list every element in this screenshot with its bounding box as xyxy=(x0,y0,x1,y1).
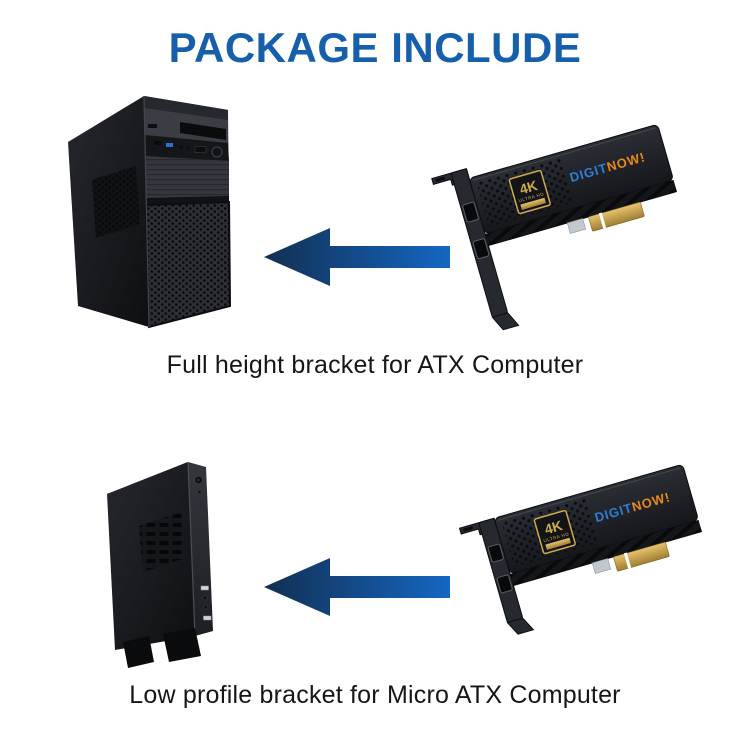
left-arrow-icon xyxy=(264,228,450,286)
micro-atx-slim-case-illustration xyxy=(107,461,213,668)
front-io-ports xyxy=(154,141,223,158)
hdmi-port xyxy=(472,238,490,260)
front-mesh-grille xyxy=(144,200,232,329)
usb-port xyxy=(200,585,209,591)
usb-port xyxy=(203,615,212,621)
case-foot xyxy=(123,636,154,668)
audio-jack xyxy=(202,595,208,601)
optical-drive-bay xyxy=(180,122,226,140)
pcie-connector xyxy=(588,201,645,232)
audio-jack xyxy=(203,604,209,610)
power-button xyxy=(211,146,223,158)
case-foot xyxy=(163,628,201,662)
atx-tower-case-illustration xyxy=(68,95,232,329)
card-body: 4K ULTRA HD DIGITNOW! xyxy=(494,464,702,587)
four-k-badge: 4K ULTRA HD xyxy=(533,509,576,555)
side-fins xyxy=(510,519,702,586)
caption-full-height: Full height bracket for ATX Computer xyxy=(166,351,584,379)
left-arrow-icon xyxy=(264,558,450,616)
four-k-badge: 4K ULTRA HD xyxy=(508,169,551,215)
low-profile-bracket xyxy=(458,517,535,635)
side-vent-grille xyxy=(92,166,140,238)
side-vent-grille xyxy=(139,512,185,572)
front-brushed-band xyxy=(145,156,229,198)
hdmi-port xyxy=(496,574,513,594)
hdmi-port xyxy=(487,543,504,563)
capture-card-low-profile-illustration: 4K ULTRA HD DIGITNOW! xyxy=(458,464,702,635)
hdmi-port xyxy=(462,201,479,223)
pcie-connector xyxy=(613,541,670,572)
slim-front-edge xyxy=(188,462,213,636)
aux-connector xyxy=(591,558,612,574)
caption-low-profile: Low profile bracket for Micro ATX Comput… xyxy=(129,681,621,709)
side-fins xyxy=(485,179,677,246)
card-body: 4K ULTRA HD DIGITNOW! xyxy=(469,124,677,247)
usb3-port xyxy=(166,143,173,147)
aux-connector xyxy=(566,218,587,234)
svg-text:4K: 4K xyxy=(518,177,540,197)
full-height-bracket xyxy=(431,168,520,331)
svg-text:4K: 4K xyxy=(543,517,565,537)
front-io-ports xyxy=(200,585,212,621)
page-title: PACKAGE INCLUDE xyxy=(168,24,582,71)
capture-card-full-height-illustration: 4K ULTRA HD DIGITNOW! xyxy=(431,124,677,331)
